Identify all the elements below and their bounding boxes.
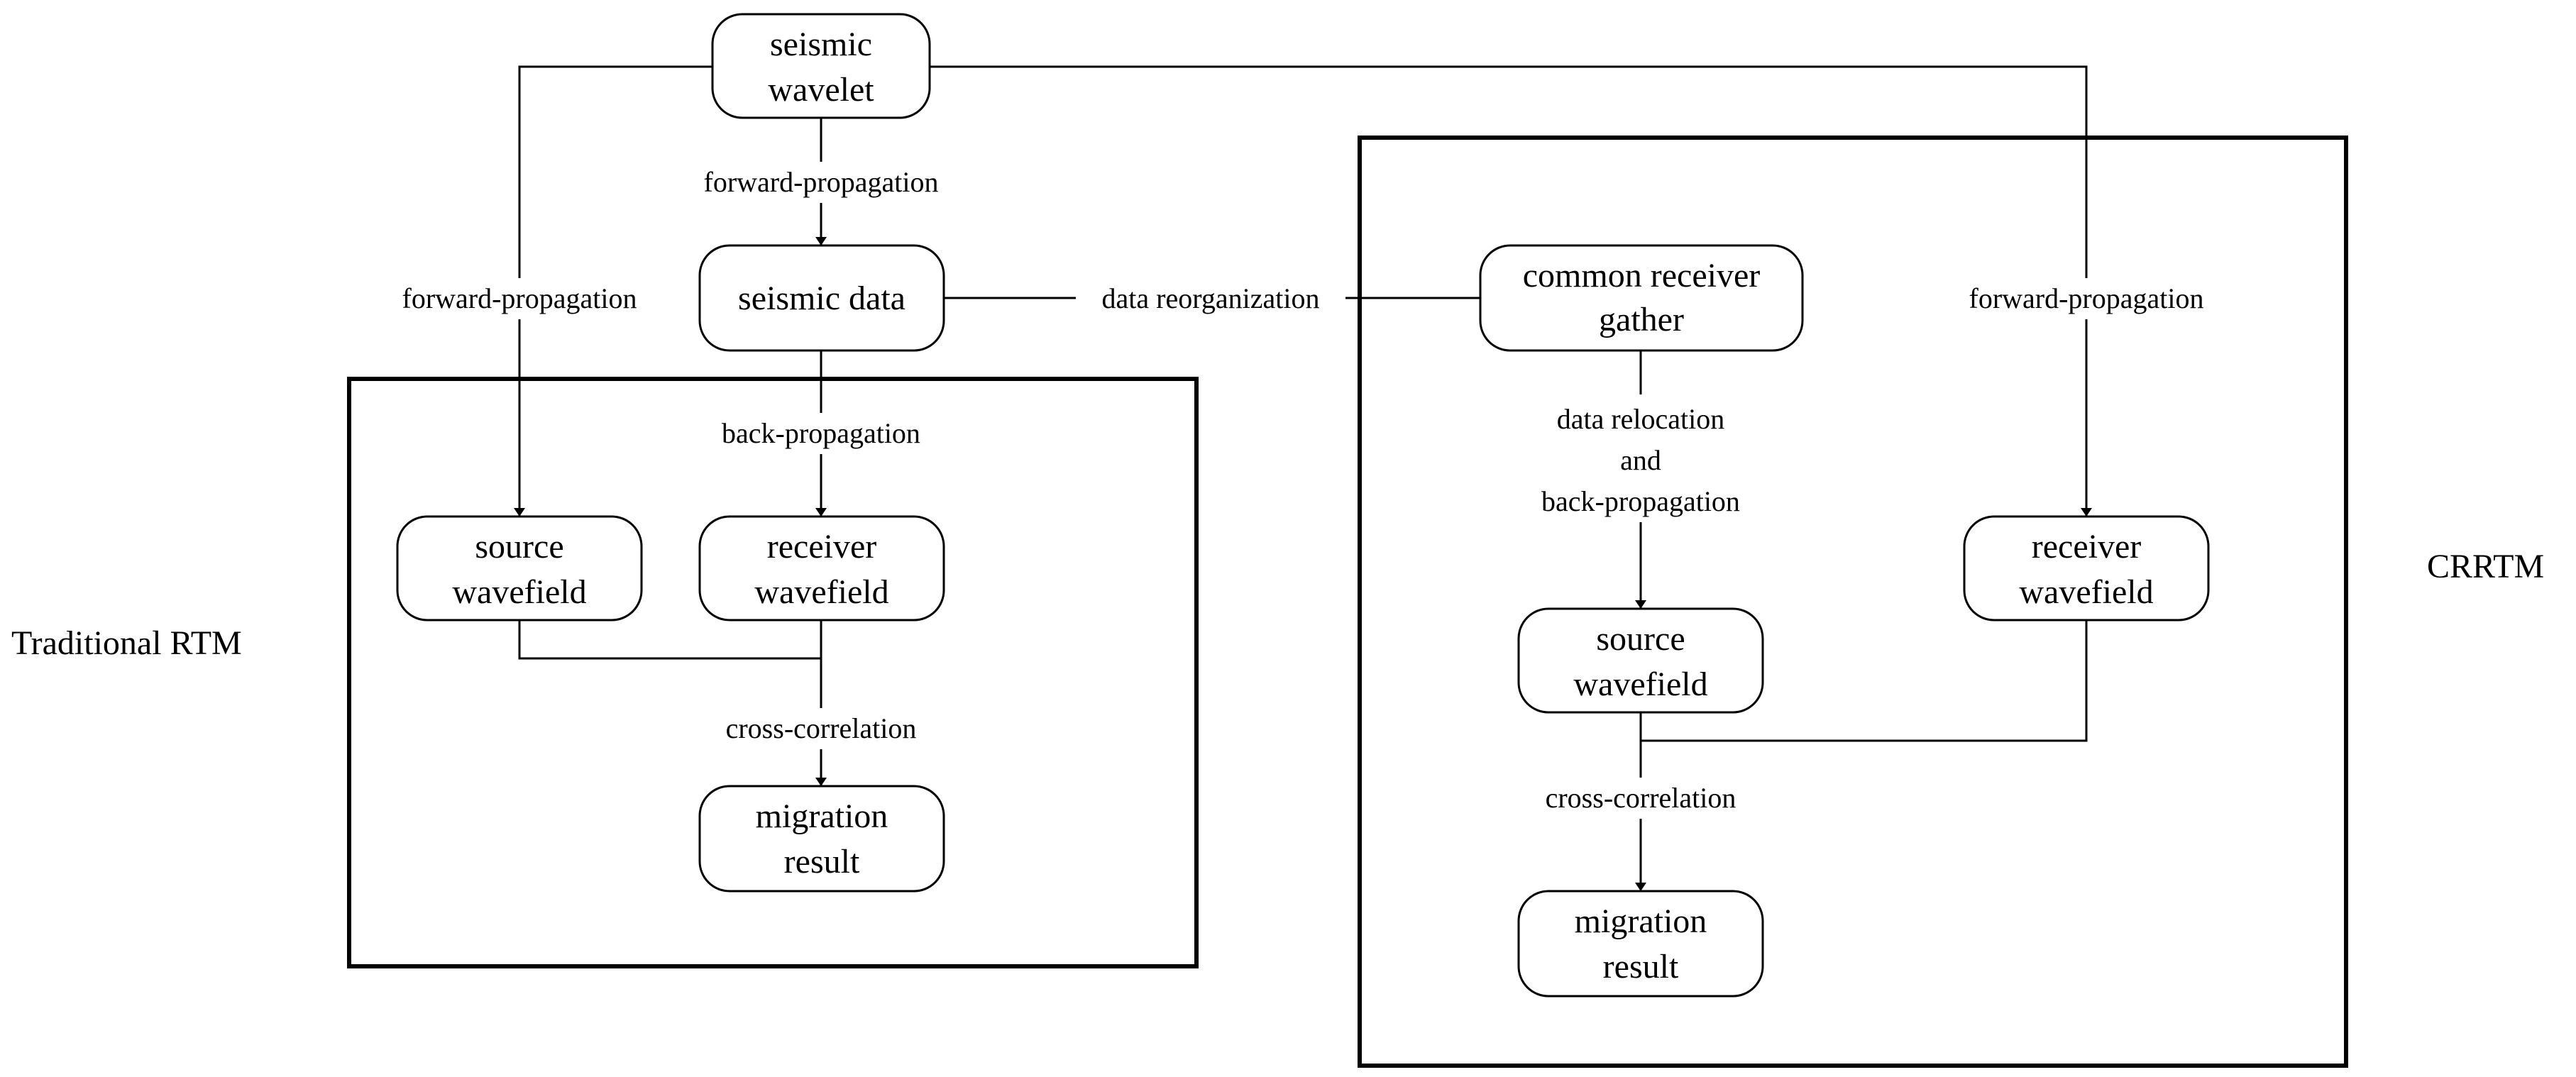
- node-label: result: [1603, 948, 1679, 985]
- node-label: seismic data: [738, 280, 906, 317]
- crrtm-receiver-merge-line: [1641, 620, 2088, 742]
- node-label: wavelet: [768, 71, 874, 109]
- node-trad-source-wavefield: source wavefield: [396, 515, 643, 622]
- node-seismic-wavelet: seismic wavelet: [711, 13, 931, 119]
- edge-label-gather-to-crrtm-source: data relocation and back-propagation: [1513, 394, 1768, 522]
- node-common-receiver-gather: common receiver gather: [1479, 244, 1804, 352]
- edge-label-trad-cross-correlation: cross-correlation: [702, 708, 940, 749]
- edge-label-text: and: [1620, 444, 1661, 476]
- node-seismic-data: seismic data: [698, 244, 945, 352]
- edge-label-wavelet-to-data: forward-propagation: [676, 162, 966, 203]
- node-label: source: [475, 528, 563, 565]
- node-label: wavefield: [2019, 573, 2153, 611]
- wavelet-to-trad-source-arrow: [514, 65, 712, 517]
- edge-label-text: back-propagation: [722, 417, 920, 449]
- node-label: migration: [756, 797, 888, 835]
- edge-label-text: cross-correlation: [1546, 782, 1736, 814]
- edge-label-text: back-propagation: [1541, 485, 1740, 517]
- node-label: wavefield: [1573, 665, 1707, 703]
- node-label: seismic: [770, 26, 872, 63]
- node-trad-migration-result: migration result: [698, 785, 945, 893]
- edge-label-wavelet-to-trad-source: forward-propagation: [369, 278, 670, 319]
- node-crrtm-migration-result: migration result: [1517, 890, 1764, 998]
- edge-label-text: forward-propagation: [1969, 282, 2204, 314]
- edge-label-text: forward-propagation: [402, 282, 637, 314]
- connectors: [514, 65, 2092, 891]
- edge-label-text: data reorganization: [1102, 282, 1320, 314]
- edge-label-text: forward-propagation: [704, 166, 939, 198]
- node-label: source: [1596, 620, 1685, 658]
- edge-label-data-to-trad-receiver: back-propagation: [695, 413, 947, 454]
- node-crrtm-source-wavefield: source wavefield: [1517, 607, 1764, 714]
- node-trad-receiver-wavefield: receiver wavefield: [698, 515, 945, 622]
- node-label: receiver: [2032, 528, 2142, 565]
- node-label: result: [784, 843, 860, 880]
- section-label-traditional-rtm: Traditional RTM: [11, 624, 242, 662]
- edge-label-data-reorganization: data reorganization: [1076, 278, 1345, 319]
- crrtm-frame: [1358, 136, 2348, 1068]
- edge-label-text: data relocation: [1557, 403, 1725, 435]
- node-label: receiver: [767, 528, 877, 565]
- node-label: wavefield: [452, 573, 586, 611]
- node-label: common receiver: [1523, 257, 1761, 294]
- wavelet-to-crrtm-receiver-arrow: [930, 65, 2092, 517]
- node-label: gather: [1599, 301, 1684, 338]
- edge-label-crrtm-cross-correlation: cross-correlation: [1521, 778, 1760, 819]
- edge-label-text: cross-correlation: [726, 712, 917, 744]
- trad-source-merge-line: [518, 620, 821, 660]
- node-label: wavefield: [754, 573, 888, 611]
- edge-label-wavelet-to-crrtm-receiver: forward-propagation: [1936, 278, 2237, 319]
- traditional-rtm-frame: [347, 377, 1199, 968]
- node-crrtm-receiver-wavefield: receiver wavefield: [1963, 515, 2210, 622]
- node-label: migration: [1575, 902, 1707, 940]
- section-label-crrtm: CRRTM: [2427, 548, 2544, 585]
